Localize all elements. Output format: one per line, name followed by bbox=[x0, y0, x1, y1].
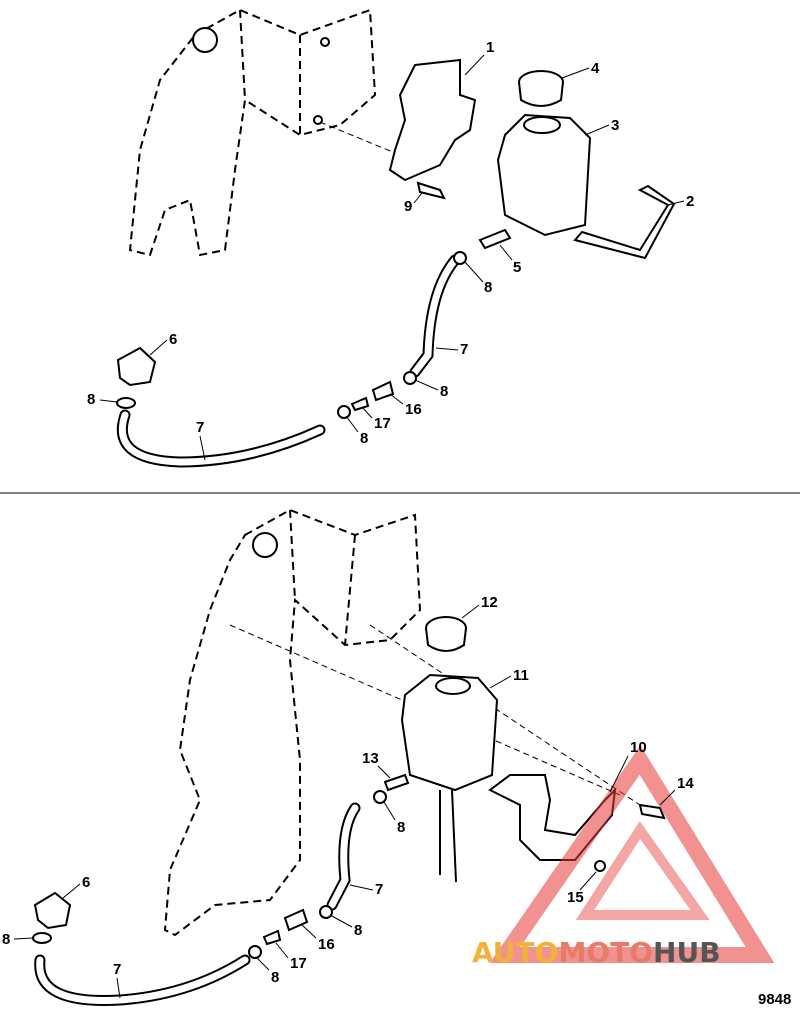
callout-7b: 7 bbox=[196, 419, 204, 436]
engine-bracket-outline-top bbox=[128, 8, 377, 257]
bottom-assembly: 6 7 7 8 8 8 8 10 11 12 13 14 15 16 17 bbox=[2, 508, 775, 1006]
reservoir-neck-part11 bbox=[435, 677, 471, 695]
bracket-fold-bottom bbox=[289, 509, 356, 646]
clamp-part8-b-bottom bbox=[319, 905, 333, 919]
callout-8c-bottom: 8 bbox=[271, 969, 279, 986]
connector-part16-top bbox=[371, 380, 395, 402]
reservoir-wires bbox=[439, 789, 457, 883]
reservoir-cap-body-part4 bbox=[518, 81, 564, 107]
callout-7a-bottom: 7 bbox=[375, 881, 383, 898]
callout-16-bottom: 16 bbox=[318, 936, 335, 953]
elbow-fitting-part6-top bbox=[116, 346, 157, 387]
callout-8d: 8 bbox=[87, 391, 95, 408]
clamp-part8-c-top bbox=[337, 405, 351, 419]
watermark-triangle-inner bbox=[575, 821, 710, 920]
assembly-line-top bbox=[319, 121, 401, 156]
clamp-part8-a-bottom bbox=[373, 790, 387, 804]
clamp-part8-b-top bbox=[403, 371, 417, 385]
callout-1: 1 bbox=[486, 39, 494, 56]
callout-10: 10 bbox=[630, 739, 647, 756]
callout-15: 15 bbox=[567, 889, 584, 906]
clamp-part8-d-bottom bbox=[32, 932, 52, 944]
callout-3: 3 bbox=[611, 117, 619, 134]
callout-7a: 7 bbox=[460, 341, 468, 358]
callout-6: 6 bbox=[169, 331, 177, 348]
engine-bracket-outline-bottom bbox=[163, 508, 422, 937]
callout-7b-bottom: 7 bbox=[113, 961, 121, 978]
callout-8a: 8 bbox=[484, 279, 492, 296]
bracket-fold-top bbox=[239, 9, 301, 135]
reservoir-bracket-part1 bbox=[388, 58, 477, 182]
elbow-fitting-part6-bottom bbox=[33, 891, 72, 930]
callout-17: 17 bbox=[374, 415, 391, 432]
bolt-part9 bbox=[416, 181, 446, 200]
callout-8d-bottom: 8 bbox=[2, 931, 10, 948]
reservoir-part3 bbox=[496, 113, 592, 237]
callout-11: 11 bbox=[513, 667, 529, 684]
watermark-triangle bbox=[489, 745, 775, 963]
fitting-part13 bbox=[383, 773, 410, 792]
bolt-part14 bbox=[638, 803, 666, 820]
connector-part17-bottom bbox=[262, 929, 282, 946]
connector-part17-top bbox=[350, 396, 370, 412]
bracket-hole-bottom bbox=[252, 532, 278, 558]
clamp-part8-d-top bbox=[116, 397, 136, 409]
callout-9: 9 bbox=[404, 198, 412, 215]
nut-part15 bbox=[594, 860, 606, 872]
reservoir-neck-part3 bbox=[523, 116, 561, 134]
connector-part16-bottom bbox=[283, 908, 309, 932]
callout-2: 2 bbox=[686, 193, 694, 210]
clamp-part8-c-bottom bbox=[248, 945, 262, 959]
reservoir-part11 bbox=[400, 673, 499, 792]
callout-13: 13 bbox=[362, 750, 379, 767]
callout-8b-bottom: 8 bbox=[354, 922, 362, 939]
callout-4: 4 bbox=[591, 60, 600, 77]
figure-number: 9848 bbox=[758, 991, 791, 1008]
callout-8c: 8 bbox=[360, 430, 368, 447]
reservoir-cap-body-part12 bbox=[425, 627, 467, 652]
callout-17-bottom: 17 bbox=[290, 955, 307, 972]
assembly-line-bottom-2 bbox=[369, 624, 641, 806]
strap-part2 bbox=[573, 184, 676, 260]
bracket-hole-top bbox=[192, 27, 218, 53]
callout-6-bottom: 6 bbox=[82, 874, 90, 891]
callout-8a-bottom: 8 bbox=[397, 819, 405, 836]
watermark-text: AUTOMOTOHUB bbox=[472, 936, 721, 969]
callout-16: 16 bbox=[405, 401, 422, 418]
top-assembly: 1 2 3 4 5 6 7 7 8 8 8 8 9 16 17 bbox=[87, 8, 694, 468]
fitting-part5 bbox=[478, 228, 512, 250]
callout-5: 5 bbox=[513, 259, 521, 276]
bracket-bolt-top-1 bbox=[320, 37, 330, 47]
callout-12: 12 bbox=[481, 594, 498, 611]
clamp-part8-a-top bbox=[453, 251, 467, 265]
callout-14: 14 bbox=[677, 775, 694, 792]
callout-8b: 8 bbox=[440, 383, 448, 400]
